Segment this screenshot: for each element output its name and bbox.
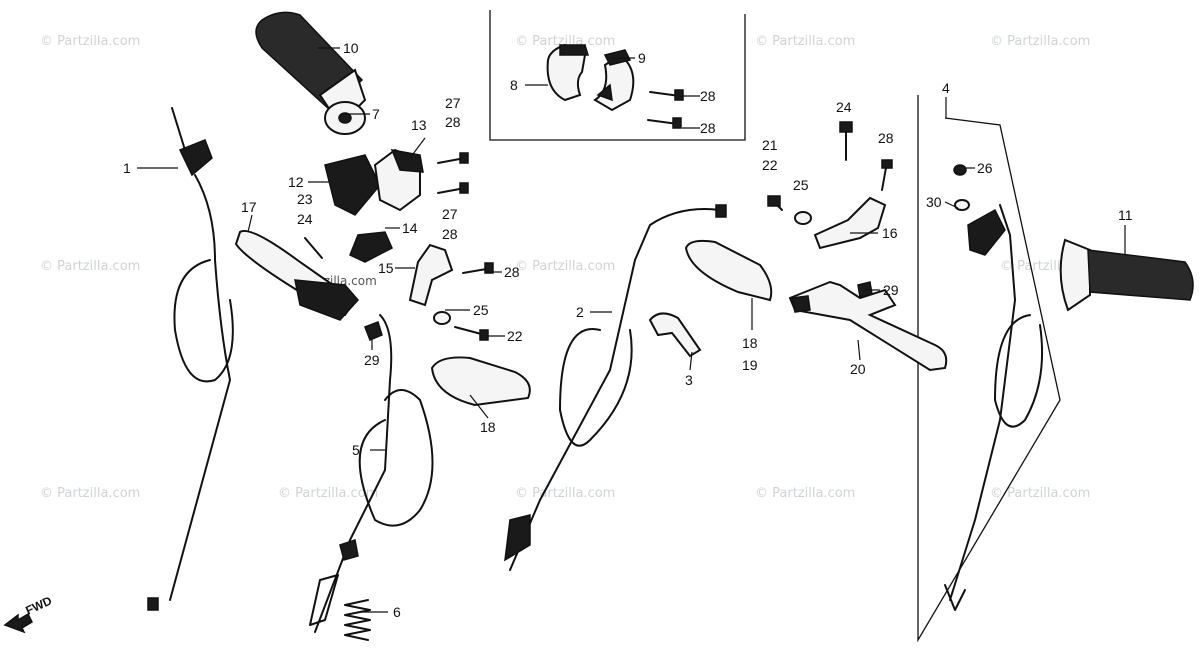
clutch-lever <box>234 229 360 321</box>
label-30: 30 <box>926 194 942 210</box>
label-22-right: 22 <box>762 157 778 173</box>
label-2: 2 <box>576 304 584 320</box>
label-16: 16 <box>882 225 898 241</box>
watermark: © Partzilla.com <box>278 486 378 501</box>
label-27-top: 27 <box>445 95 461 111</box>
label-29-right: 29 <box>883 282 899 298</box>
watermark: © Partzilla.com <box>40 34 140 49</box>
label-21: 21 <box>762 137 778 153</box>
nut-29-left <box>364 321 383 341</box>
label-27-mid: 27 <box>442 206 458 222</box>
label-17: 17 <box>241 199 257 215</box>
spring-6 <box>344 599 371 641</box>
label-24-right: 24 <box>836 99 852 115</box>
washer-25-left <box>433 311 451 325</box>
screws-inset <box>647 89 684 129</box>
watermark: © Partzilla.com <box>755 486 855 501</box>
label-28-inset-top: 28 <box>700 88 716 104</box>
label-6: 6 <box>393 604 401 620</box>
label-28-left: 28 <box>504 264 520 280</box>
label-8: 8 <box>510 77 518 93</box>
label-28-inset-bottom: 28 <box>700 120 716 136</box>
brake-cable-switch <box>944 164 1044 611</box>
label-24-left: 24 <box>297 211 313 227</box>
label-28-right: 28 <box>878 130 894 146</box>
part-14-holder <box>349 231 393 263</box>
watermark: © Partzilla.com <box>40 259 140 274</box>
label-26: 26 <box>977 160 993 176</box>
watermark: © Partzilla.com <box>755 34 855 49</box>
hot-start-cable <box>309 314 434 633</box>
label-4: 4 <box>942 80 950 96</box>
throttle-grip <box>255 11 367 135</box>
label-5: 5 <box>352 442 360 458</box>
label-23: 23 <box>297 191 313 207</box>
throttle-housing-halves <box>546 43 635 112</box>
leader-lines <box>137 47 1126 613</box>
label-3: 3 <box>685 372 693 388</box>
cover-18-left <box>430 356 531 407</box>
label-29-left: 29 <box>364 352 380 368</box>
watermark: © Partzilla.com <box>515 34 615 49</box>
label-12: 12 <box>288 174 304 190</box>
label-28-mid: 28 <box>442 226 458 242</box>
bolt-24-left <box>304 237 323 259</box>
label-18-right: 18 <box>742 335 758 351</box>
watermark: © Partzilla.com <box>515 486 615 501</box>
label-18-left: 18 <box>480 419 496 435</box>
label-15: 15 <box>378 260 394 276</box>
label-10: 10 <box>343 40 359 56</box>
label-9: 9 <box>638 50 646 66</box>
label-25-left: 25 <box>473 302 489 318</box>
bolts-right <box>767 121 893 225</box>
label-11: 11 <box>1118 207 1133 223</box>
watermark: © Partzilla.com <box>990 34 1090 49</box>
watermarks: © Partzilla.com © Partzilla.com © Partzi… <box>40 34 1100 501</box>
bracket-16 <box>813 196 887 250</box>
watermark: © Partzilla.com <box>515 259 615 274</box>
inset-box <box>489 10 746 141</box>
label-7: 7 <box>372 106 380 122</box>
fwd-arrow: FWD <box>3 593 54 634</box>
panel-part-4 <box>917 95 1061 643</box>
part-15-bracket <box>408 243 454 307</box>
fwd-label: FWD <box>23 593 54 617</box>
right-grip <box>1059 238 1194 312</box>
clamp-3 <box>648 312 702 358</box>
label-19: 19 <box>742 357 758 373</box>
label-22-left: 22 <box>507 328 523 344</box>
watermark: © Partzilla.com <box>990 486 1090 501</box>
screws-27-28 <box>437 152 494 341</box>
label-20: 20 <box>850 361 866 377</box>
label-28-top: 28 <box>445 114 461 130</box>
label-14: 14 <box>402 220 418 236</box>
clutch-cable <box>147 107 234 611</box>
label-1: 1 <box>123 160 131 176</box>
label-13: 13 <box>411 117 427 133</box>
callout-labels: 1 2 3 4 5 6 7 8 9 10 11 12 13 14 15 16 1… <box>123 40 1133 620</box>
watermark: © Partzilla.com <box>40 486 140 501</box>
switch-housing <box>324 148 424 216</box>
label-25-right: 25 <box>793 177 809 193</box>
throttle-cable <box>504 204 727 571</box>
cover-18-right <box>684 239 773 302</box>
